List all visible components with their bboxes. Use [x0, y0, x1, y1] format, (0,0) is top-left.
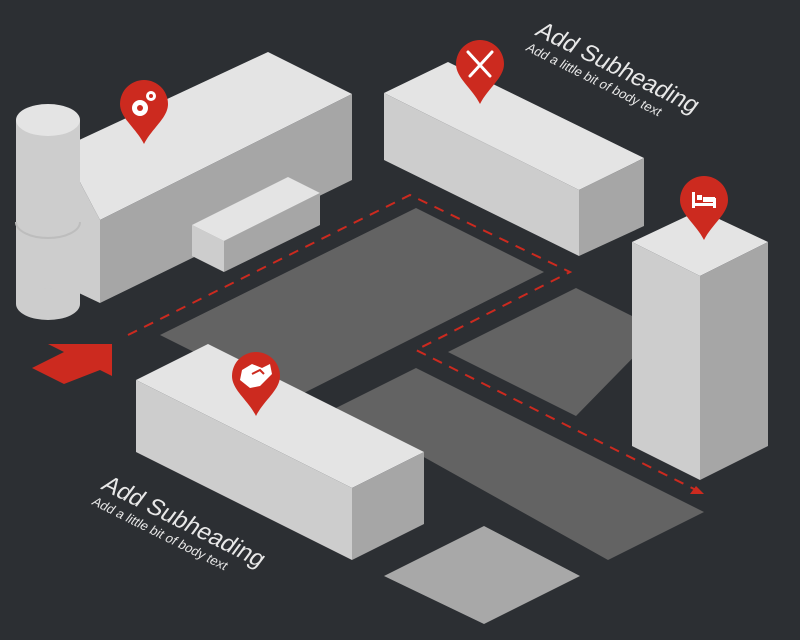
route-arrowhead [690, 486, 704, 494]
entry-arrow [32, 344, 112, 384]
cylinder-tower [15, 104, 81, 320]
handshake-icon [240, 364, 272, 388]
pin-restaurant[interactable] [456, 40, 504, 104]
bed-icon [692, 192, 716, 208]
fork-knife-icon [466, 50, 494, 78]
route-path [127, 193, 701, 493]
gears-icon [132, 91, 156, 116]
building-top-middle [384, 62, 644, 256]
pin-hotel[interactable] [680, 176, 728, 240]
building-tall-right [632, 210, 768, 480]
building-bottom [136, 344, 424, 560]
building-small-annex [192, 177, 320, 272]
ground-tile [336, 368, 704, 560]
ground-tile [448, 288, 660, 416]
pin-gears[interactable] [120, 80, 168, 144]
ground-tile [384, 526, 580, 624]
pin-meeting[interactable] [232, 352, 280, 416]
